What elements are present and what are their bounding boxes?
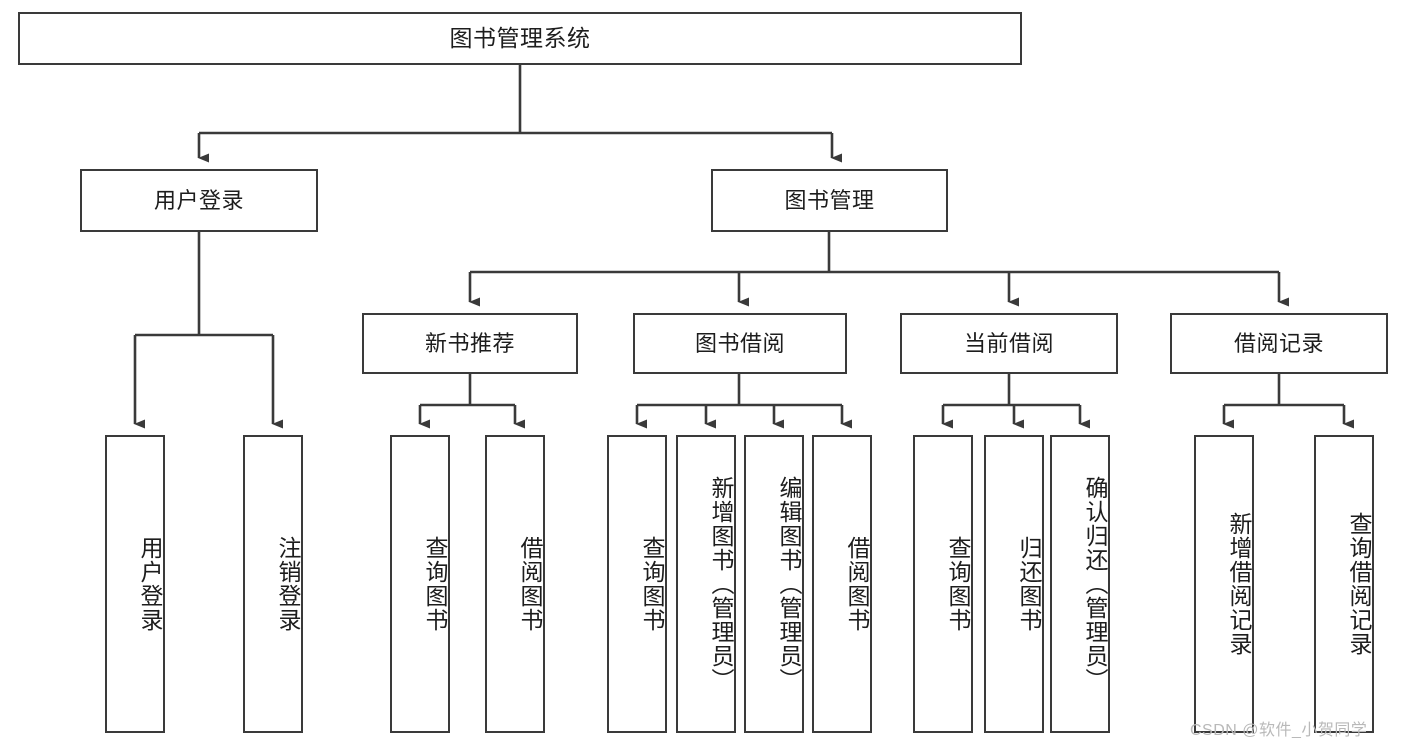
node-current-borrow-label: 当前借阅 xyxy=(963,330,1054,356)
node-new-book-recommend[interactable]: 新书推荐 xyxy=(362,313,578,374)
leaf-recommend-query-book-label: 查询图书 xyxy=(422,536,448,632)
leaf-borrow-query-book-label: 查询图书 xyxy=(639,536,665,632)
leaf-record-query-record-label: 查询借阅记录 xyxy=(1346,512,1372,656)
node-borrow-record[interactable]: 借阅记录 xyxy=(1170,313,1388,374)
csdn-watermark-text: CSDN @软件_小贺同学 xyxy=(1190,722,1368,739)
leaf-current-query-book-label: 查询图书 xyxy=(945,536,971,632)
leaf-current-return-book[interactable]: 归还图书 xyxy=(984,435,1044,733)
leaf-record-query-record[interactable]: 查询借阅记录 xyxy=(1314,435,1374,733)
leaf-current-confirm-return-admin-label: 确认归还（管理员） xyxy=(1082,476,1108,692)
leaf-record-add-record[interactable]: 新增借阅记录 xyxy=(1194,435,1254,733)
node-user-login[interactable]: 用户登录 xyxy=(80,169,318,232)
leaf-recommend-query-book[interactable]: 查询图书 xyxy=(390,435,450,733)
node-new-book-recommend-label: 新书推荐 xyxy=(424,330,515,356)
leaf-borrow-query-book[interactable]: 查询图书 xyxy=(607,435,667,733)
node-root-system-label: 图书管理系统 xyxy=(449,24,591,51)
leaf-borrow-add-book-admin[interactable]: 新增图书（管理员） xyxy=(676,435,736,733)
node-root-system[interactable]: 图书管理系统 xyxy=(18,12,1022,65)
node-book-borrow-label: 图书借阅 xyxy=(694,330,785,356)
csdn-watermark: CSDN @软件_小贺同学 xyxy=(1190,716,1367,740)
leaf-borrow-edit-book-admin[interactable]: 编辑图书（管理员） xyxy=(744,435,804,733)
leaf-user-login-signout[interactable]: 注销登录 xyxy=(243,435,303,733)
node-book-borrow[interactable]: 图书借阅 xyxy=(633,313,847,374)
node-user-login-label: 用户登录 xyxy=(153,187,244,213)
leaf-current-query-book[interactable]: 查询图书 xyxy=(913,435,973,733)
leaf-current-confirm-return-admin[interactable]: 确认归还（管理员） xyxy=(1050,435,1110,733)
leaf-user-login-signin-label: 用户登录 xyxy=(137,536,163,632)
node-current-borrow[interactable]: 当前借阅 xyxy=(900,313,1118,374)
leaf-borrow-borrow-book[interactable]: 借阅图书 xyxy=(812,435,872,733)
node-book-management-label: 图书管理 xyxy=(784,187,875,213)
leaf-recommend-borrow-book-label: 借阅图书 xyxy=(517,536,543,632)
leaf-borrow-add-book-admin-label: 新增图书（管理员） xyxy=(708,476,734,692)
leaf-record-add-record-label: 新增借阅记录 xyxy=(1226,512,1252,656)
leaf-recommend-borrow-book[interactable]: 借阅图书 xyxy=(485,435,545,733)
node-borrow-record-label: 借阅记录 xyxy=(1233,330,1324,356)
leaf-borrow-edit-book-admin-label: 编辑图书（管理员） xyxy=(776,476,802,692)
leaf-user-login-signin[interactable]: 用户登录 xyxy=(105,435,165,733)
node-book-management[interactable]: 图书管理 xyxy=(711,169,948,232)
leaf-user-login-signout-label: 注销登录 xyxy=(275,536,301,632)
leaf-current-return-book-label: 归还图书 xyxy=(1016,536,1042,632)
leaf-borrow-borrow-book-label: 借阅图书 xyxy=(844,536,870,632)
